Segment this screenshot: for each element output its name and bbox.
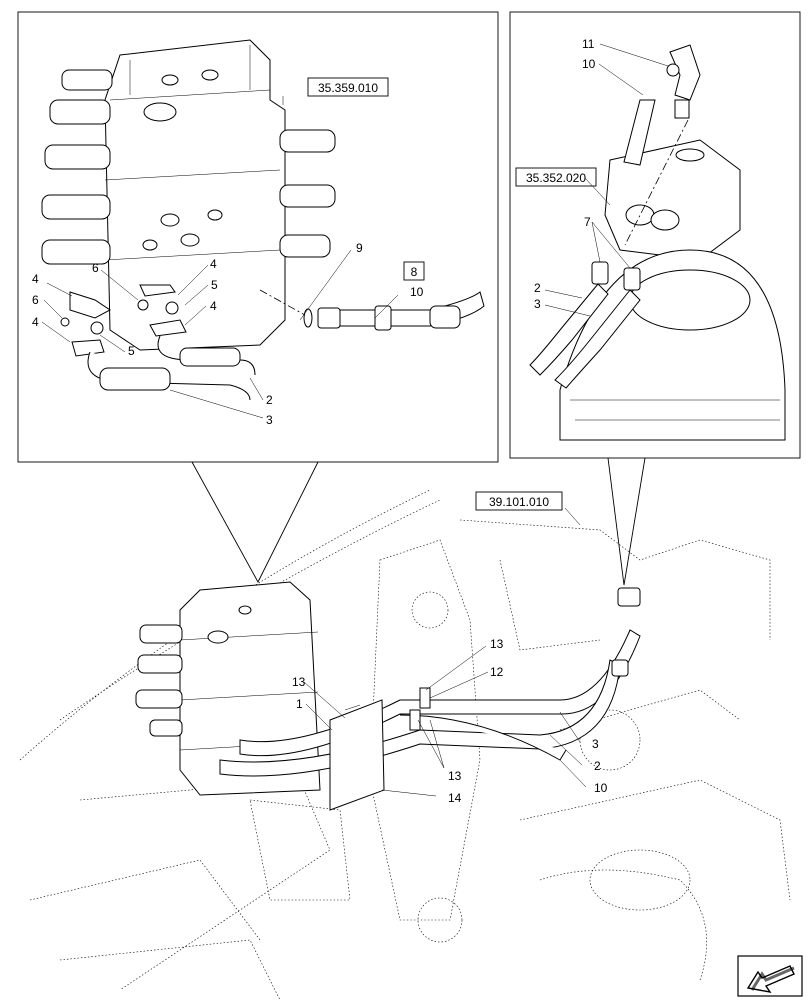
callouts-main: 13 12 13 1 3 2 13 14 10 (292, 637, 608, 805)
callout-11: 11 (582, 37, 595, 51)
callout-5: 5 (128, 344, 135, 358)
callout-9: 9 (356, 241, 363, 255)
callout-4: 4 (210, 257, 217, 271)
reference-box-8: 8 (403, 261, 425, 281)
callout-10: 10 (410, 285, 424, 299)
swivel-joint-drawing (559, 139, 786, 441)
callout-10: 10 (582, 57, 596, 71)
callouts-right-inset: 11 10 7 2 3 (534, 37, 596, 311)
callout-2: 2 (594, 759, 601, 773)
reference-box-35-352-020: 35.352.020 (515, 167, 597, 187)
reference-box-35-359-010: 35.359.010 (307, 77, 389, 97)
callout-13: 13 (448, 769, 462, 783)
callout-6: 6 (32, 293, 39, 307)
svg-text:39.101.010: 39.101.010 (489, 495, 549, 509)
callouts-left-inset: 9 10 4 6 4 6 4 5 5 4 2 3 (32, 241, 424, 427)
svg-text:35.359.010: 35.359.010 (318, 81, 378, 95)
callout-1: 1 (296, 697, 303, 711)
hoses-2-3-right (529, 283, 641, 389)
callout-6: 6 (92, 261, 99, 275)
callout-5: 5 (211, 278, 218, 292)
hose-assemblies (87, 335, 256, 401)
callout-12: 12 (490, 665, 504, 679)
control-valve-drawing (41, 39, 336, 351)
callout-2: 2 (266, 393, 273, 407)
clamp-13 (409, 709, 421, 731)
callout-3: 3 (592, 737, 599, 751)
svg-text:8: 8 (411, 265, 418, 279)
reference-box-39-101-010: 39.101.010 (475, 491, 563, 511)
flange-fittings (60, 284, 187, 357)
clamp-12 (419, 687, 431, 709)
main-assembly-view (19, 489, 791, 1000)
next-page-arrow-icon[interactable] (737, 955, 803, 997)
hose-clamp-plate (329, 699, 385, 811)
callout-3: 3 (534, 297, 541, 311)
elbow-fitting-11 (666, 44, 701, 119)
leader-lines (41, 43, 669, 797)
hose-10-right (623, 99, 656, 166)
svg-text:35.352.020: 35.352.020 (526, 171, 586, 185)
fittings-7 (591, 261, 641, 291)
callout-4: 4 (32, 315, 39, 329)
callout-13: 13 (490, 637, 504, 651)
swivel-elbow-fitting (617, 587, 641, 607)
callout-4: 4 (210, 299, 217, 313)
swivel-adapter (611, 659, 629, 677)
right-inset (509, 11, 801, 459)
callout-10: 10 (594, 781, 608, 795)
callout-14: 14 (448, 791, 462, 805)
left-inset (17, 11, 499, 463)
callout-4: 4 (32, 272, 39, 286)
callout-3: 3 (266, 413, 273, 427)
adapter-and-hose-10 (303, 291, 485, 331)
callout-2: 2 (534, 281, 541, 295)
callout-7: 7 (584, 215, 591, 229)
callout-13: 13 (292, 675, 306, 689)
